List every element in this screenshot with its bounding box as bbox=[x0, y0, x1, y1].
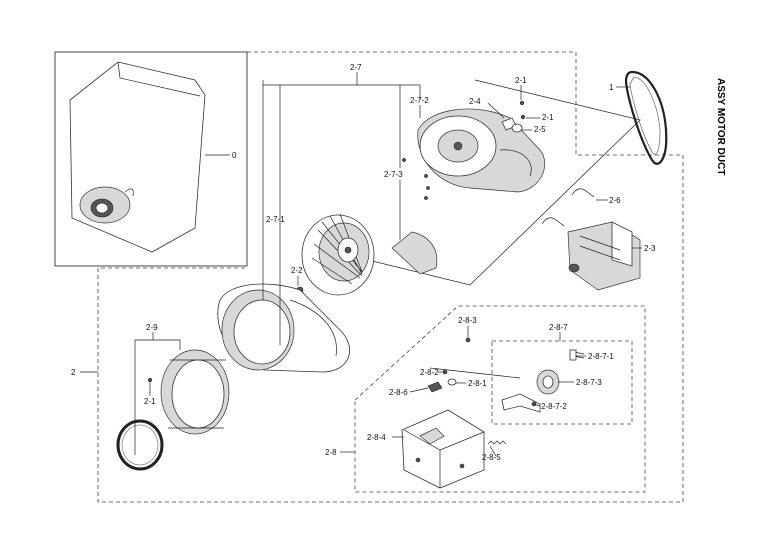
callout-2-8-7-3: 2-8-7-3 bbox=[576, 378, 602, 387]
callout-2-8-7-2: 2-8-7-2 bbox=[541, 402, 567, 411]
callout-0: 0 bbox=[232, 151, 237, 160]
callout-2-3: 2-3 bbox=[644, 244, 656, 253]
callout-2-7-2: 2-7-2 bbox=[410, 96, 429, 105]
callout-2-8-6: 2-8-6 bbox=[389, 388, 408, 397]
diagram-title: ASSY MOTOR DUCT bbox=[715, 78, 726, 175]
callout-2-7-1: 2-7-1 bbox=[266, 215, 285, 224]
fan-impeller-part bbox=[301, 213, 375, 296]
motor-bracket-part bbox=[401, 409, 485, 489]
duct-flap-part bbox=[391, 231, 438, 275]
assembly-2-frame bbox=[97, 51, 684, 503]
clamp-part bbox=[501, 117, 523, 133]
callout-2-8: 2-8 bbox=[325, 448, 337, 457]
motor-part bbox=[567, 221, 641, 291]
duct-cover-part bbox=[160, 349, 230, 435]
callout-2: 2 bbox=[71, 368, 76, 377]
callout-2-8-4: 2-8-4 bbox=[367, 433, 386, 442]
duct-housing-rear-part bbox=[417, 108, 545, 193]
clip-parts bbox=[541, 188, 595, 227]
callout-2-7-3: 2-7-3 bbox=[384, 170, 403, 179]
leader-lines bbox=[80, 72, 642, 457]
callout-2-9: 2-9 bbox=[146, 323, 158, 332]
callout-2-1-left: 2-1 bbox=[144, 397, 156, 406]
motor-plane-frame bbox=[306, 79, 641, 286]
callout-2-8-1: 2-8-1 bbox=[468, 379, 487, 388]
sub-assembly-2-8-7-frame bbox=[491, 340, 633, 425]
callout-2-8-2: 2-8-2 bbox=[420, 368, 439, 377]
sensor-part bbox=[427, 337, 471, 393]
callout-2-7: 2-7 bbox=[350, 63, 362, 72]
sub-assembly-2-8-frame bbox=[354, 305, 646, 493]
callout-2-8-7-1: 2-8-7-1 bbox=[588, 352, 614, 361]
callout-2-6: 2-6 bbox=[609, 196, 621, 205]
callout-2-2: 2-2 bbox=[291, 266, 303, 275]
callout-2-8-7: 2-8-7 bbox=[549, 323, 568, 332]
drive-belt-part bbox=[624, 70, 668, 165]
dryer-cabinet-part bbox=[69, 61, 206, 253]
callout-2-8-3: 2-8-3 bbox=[458, 316, 477, 325]
gasket-ring-part bbox=[116, 419, 164, 471]
callout-2-5: 2-5 bbox=[534, 125, 546, 134]
callout-2-1-right: 2-1 bbox=[542, 113, 554, 122]
callout-2-8-5: 2-8-5 bbox=[482, 453, 501, 462]
callout-labels: 0 1 2 2-7 2-7-2 2-7-3 2-7-1 2-4 2-1 2-1 … bbox=[71, 63, 656, 462]
assembly-0-frame bbox=[54, 51, 248, 267]
idler-pulley-part bbox=[501, 349, 585, 413]
duct-housing-front-part bbox=[217, 283, 350, 373]
spring-part bbox=[487, 440, 507, 445]
callout-1: 1 bbox=[609, 83, 614, 92]
callout-2-4: 2-4 bbox=[469, 97, 481, 106]
callout-2-1-top: 2-1 bbox=[515, 76, 527, 85]
